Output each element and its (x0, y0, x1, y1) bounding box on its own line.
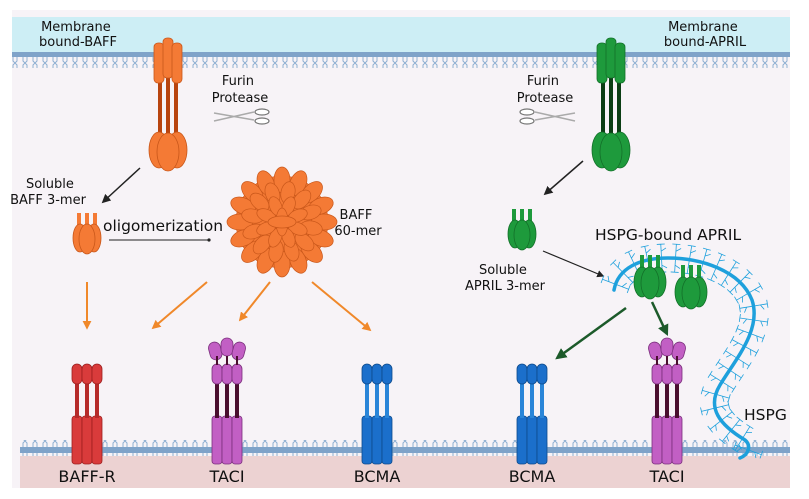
glycosaminoglycan-branch (753, 318, 769, 327)
glycosaminoglycan-branch (734, 292, 749, 304)
membrane-baff-label: Membrane bound-BAFF (39, 20, 117, 50)
glycosaminoglycan-branch (726, 281, 741, 296)
receptor-label: BAFF-R (58, 467, 115, 486)
glycosaminoglycan-branch (733, 441, 749, 452)
glycosaminoglycan-branch (615, 282, 631, 294)
glycosaminoglycan-branch (729, 335, 745, 347)
glycosaminoglycan-branch (707, 267, 718, 283)
arrow-60mer-to-baffr (151, 281, 208, 330)
glycosaminoglycan-branch (695, 262, 706, 278)
soluble-april-trimer (507, 209, 537, 251)
cleavage-arrow-baff (101, 167, 141, 204)
glycosaminoglycan-branch (707, 370, 723, 383)
receptor-label: TACI (648, 467, 684, 486)
top-membrane-bilayer (12, 52, 790, 68)
membrane-bound-april (591, 37, 631, 172)
glycosaminoglycan-branch (723, 347, 738, 359)
glycosaminoglycan-branch (714, 400, 730, 411)
furin-protease-label-left: Furin Protease (212, 74, 268, 106)
top-extracellular-band (12, 17, 790, 53)
membrane-bound-baff (148, 37, 188, 172)
glycosaminoglycan-branch (600, 275, 616, 285)
glycosaminoglycan-branch (720, 408, 735, 421)
arrow-april-to-bcma (555, 306, 627, 360)
glycosaminoglycan-branch (622, 272, 636, 286)
glycosaminoglycan-branch (735, 324, 751, 335)
glycosaminoglycan-branch (744, 345, 759, 357)
receptor-bcma: BCMA (354, 363, 401, 486)
glycosaminoglycan-branch (729, 369, 744, 382)
glycosaminoglycan-branch (738, 313, 754, 324)
glycosaminoglycan-branch (715, 358, 730, 371)
soluble-april-label: Soluble APRIL 3-mer (465, 263, 546, 294)
glycosaminoglycan-branch (730, 416, 744, 431)
receptor-baffr: BAFF-R (58, 363, 116, 486)
glycosaminoglycan-branch (737, 357, 752, 370)
glycosaminoglycan-branch (721, 381, 737, 393)
extracellular-space (12, 10, 790, 488)
glycosaminoglycan-branch (728, 259, 740, 274)
glycosaminoglycan-branch (718, 430, 732, 445)
arrow-april-to-hspg (542, 250, 605, 278)
soluble-baff-trimer (72, 213, 102, 255)
glycosaminoglycan-branch (656, 243, 667, 259)
hspg-bound-april-trimer (674, 265, 708, 310)
glycosaminoglycan-branch (640, 245, 651, 261)
soluble-baff-label: Soluble BAFF 3-mer (10, 177, 87, 208)
glycosaminoglycan-branch (624, 249, 636, 265)
arrow-april-to-taci (650, 301, 669, 337)
baff-60mer-label: BAFF 60-mer (334, 208, 382, 239)
glycosaminoglycan-branch (750, 333, 766, 343)
glycosaminoglycan-branch (715, 252, 726, 268)
hspg-bound-april-label: HSPG-bound APRIL (595, 226, 741, 244)
glycosaminoglycan-branch (707, 420, 722, 433)
receptor-label: BCMA (354, 467, 401, 486)
baff-60mer (226, 166, 338, 278)
arrow-60mer-to-bcma (311, 281, 372, 332)
glycosaminoglycan-branch (753, 299, 769, 310)
glycosaminoglycan-branch (715, 393, 731, 403)
glycosaminoglycan-branch (700, 407, 716, 416)
arrow-60mer-to-taci (238, 281, 271, 322)
hspg-bound-april-trimer (633, 255, 667, 300)
glycosaminoglycan-branch (700, 386, 716, 397)
scissors-icon (213, 108, 270, 125)
glycosaminoglycan-branch (702, 247, 711, 263)
cleavage-arrow-april (543, 160, 584, 196)
glycosaminoglycan-branch (748, 449, 764, 459)
glycosaminoglycan-branch (738, 304, 754, 313)
furin-protease-label-right: Furin Protease (517, 74, 573, 106)
glycosaminoglycan-branch (672, 243, 682, 259)
receptor-taci: TACI (208, 337, 246, 486)
glycosaminoglycan-branch (717, 273, 730, 288)
glycosaminoglycan-branch (739, 269, 753, 283)
receptor-label: BCMA (509, 467, 556, 486)
scissors-icon (519, 108, 576, 125)
oligomerization-label: oligomerization (103, 217, 223, 235)
glycosaminoglycan-branch (748, 282, 764, 294)
receptor-taci: TACI (648, 337, 686, 486)
glycosaminoglycan-branch (658, 258, 668, 273)
glycosaminoglycan-branch (610, 259, 624, 273)
membrane-april-label: Membrane bound-APRIL (664, 20, 747, 50)
glycosaminoglycan-branch (742, 424, 754, 439)
receptor-bcma: BCMA (509, 363, 556, 486)
glycosaminoglycan-branch (687, 244, 697, 260)
receptor-label: TACI (208, 467, 244, 486)
hspg-label: HSPG (744, 406, 787, 424)
glycosaminoglycan-branch (670, 258, 681, 273)
